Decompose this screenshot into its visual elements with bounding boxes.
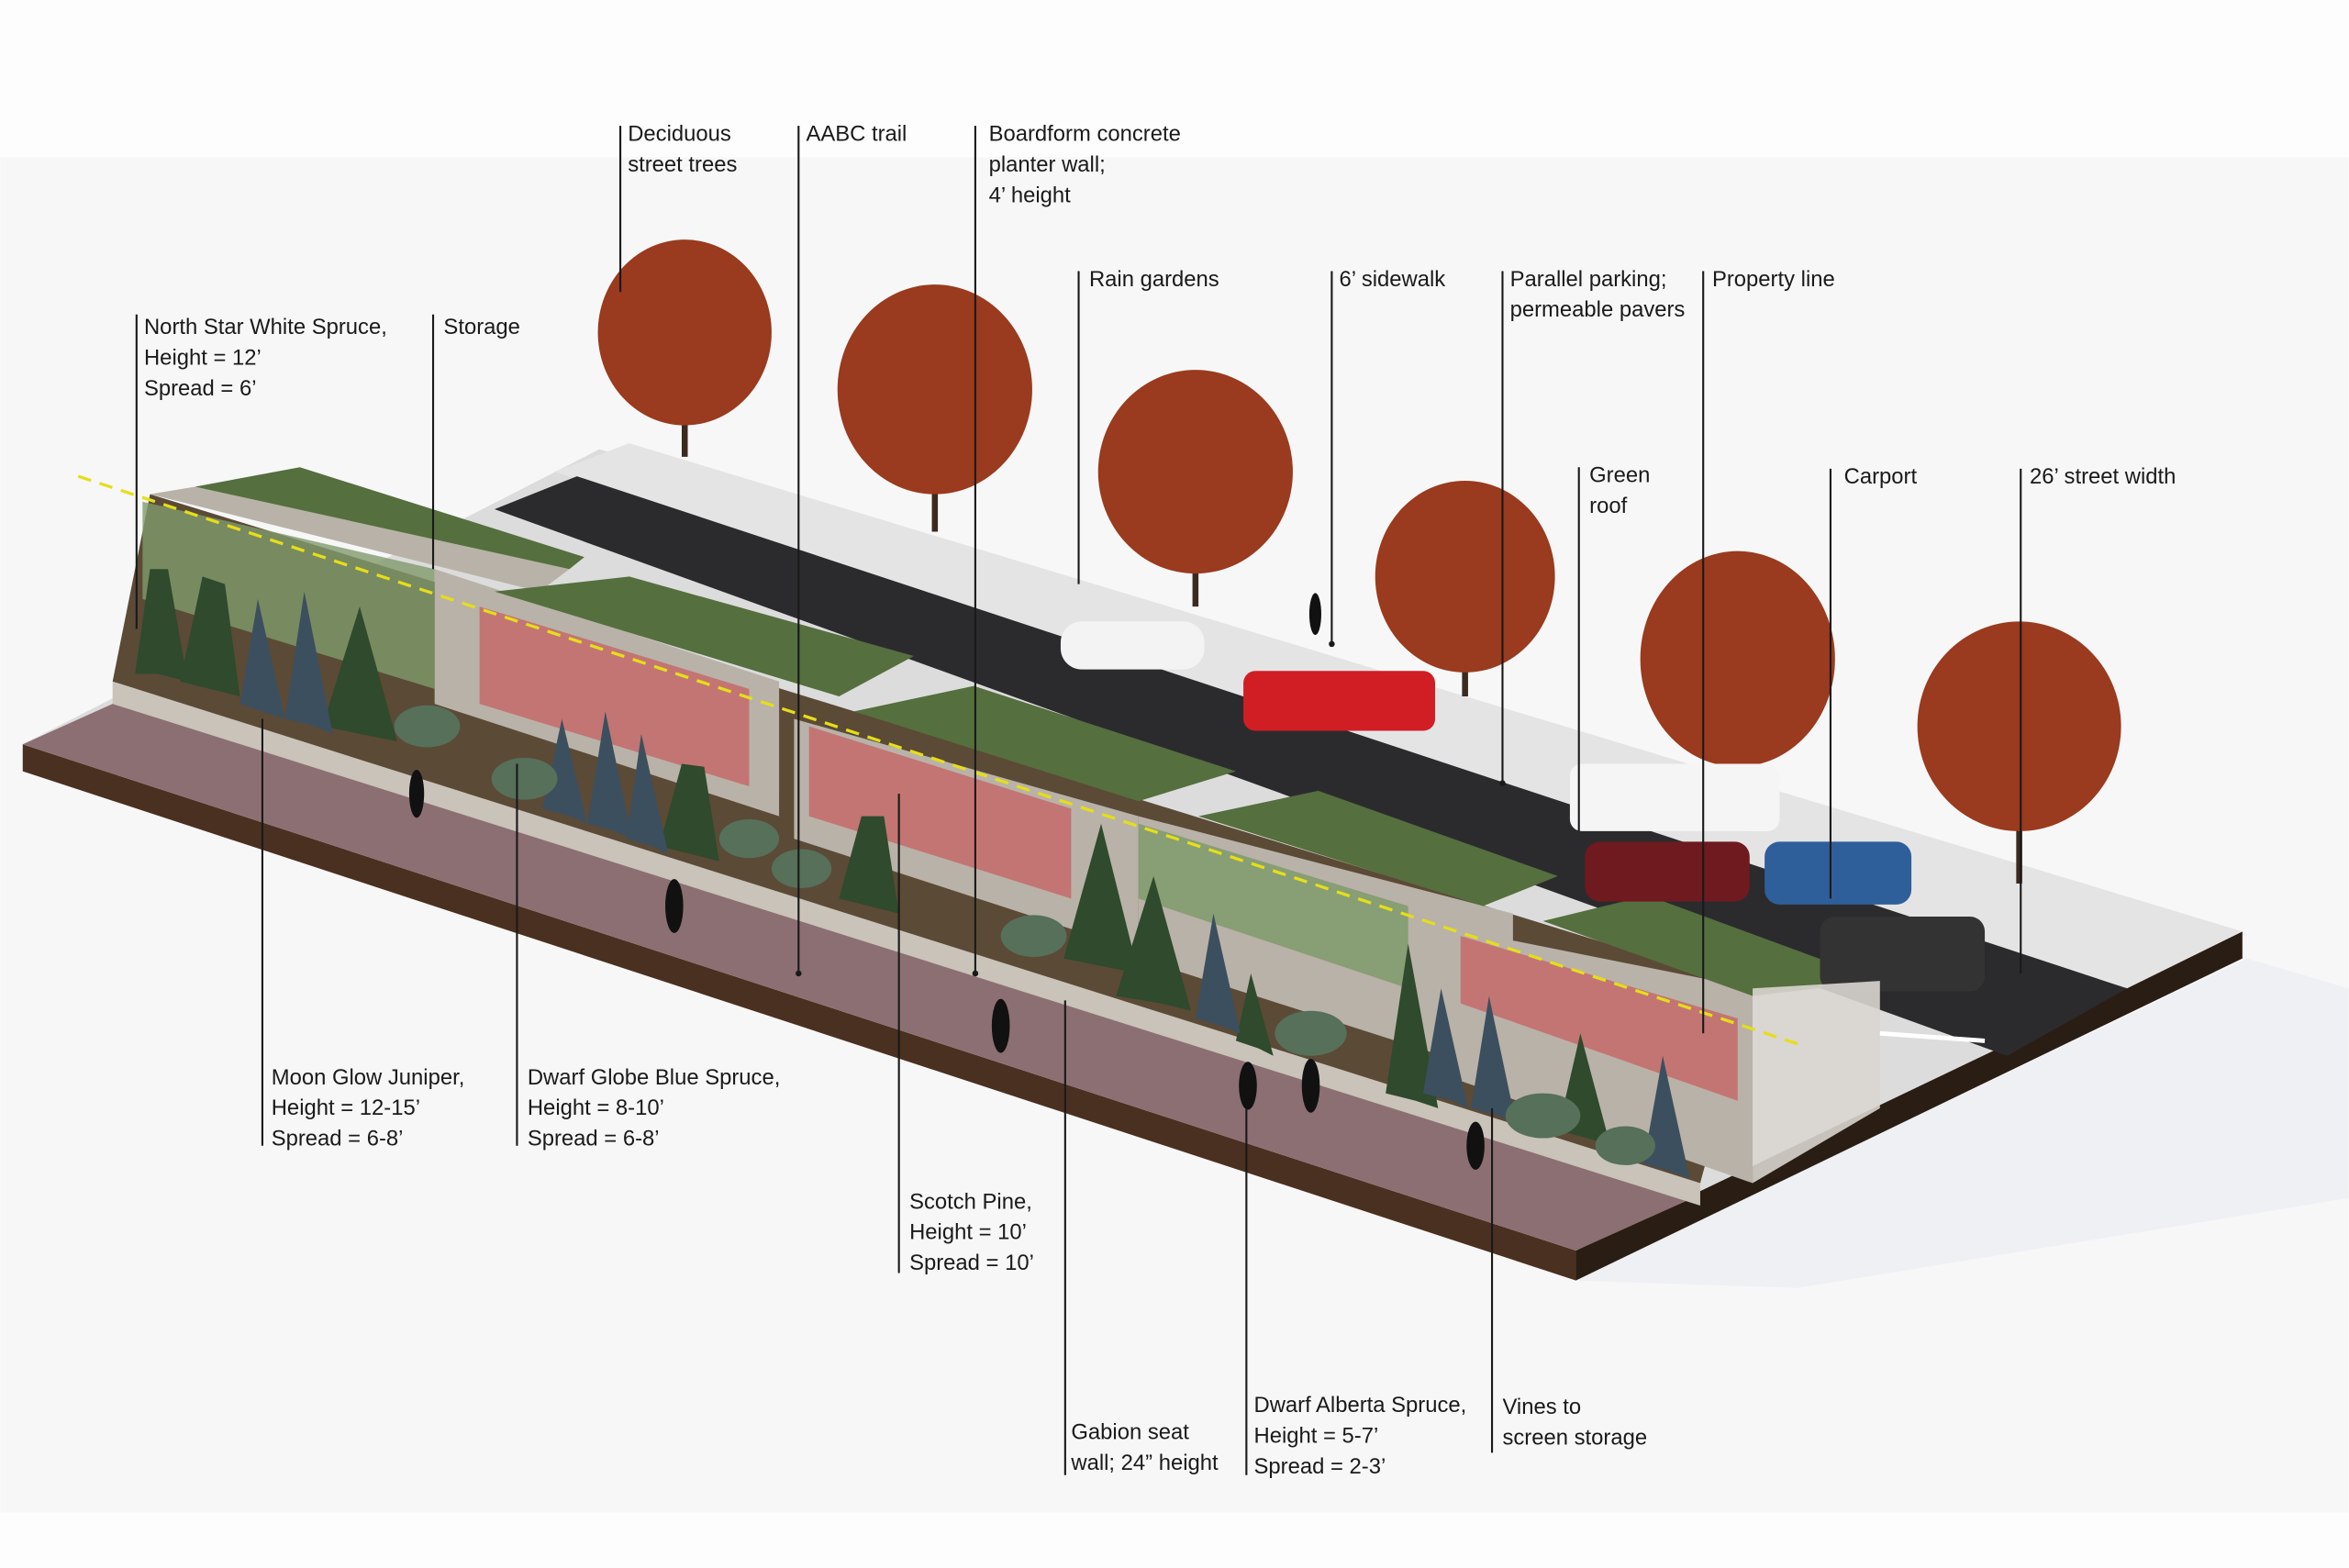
label-sidewalk: 6’ sidewalk (1329, 267, 1446, 648)
label-street-width: 26’ street width (2020, 464, 2176, 973)
svg-text:Carport: Carport (1844, 464, 1918, 489)
road (494, 476, 2128, 1056)
tree (837, 284, 1032, 532)
green-roof (1542, 895, 1880, 996)
label-scotch-pine: Scotch Pine,Height = 10’Spread = 10’ (897, 794, 1034, 1275)
truck-white (1569, 763, 1780, 831)
label-aabc-trail: AABC trail (796, 121, 907, 977)
svg-text:Scotch Pine,Height = 10’Spread: Scotch Pine,Height = 10’Spread = 10’ (909, 1189, 1034, 1275)
planter-wall (150, 486, 570, 592)
slab-edge (22, 744, 1576, 1281)
shrubs (394, 705, 1655, 1165)
tree (597, 239, 772, 457)
svg-text:Dwarf Alberta Spruce,Height =: Dwarf Alberta Spruce,Height = 5-7’Spread… (1254, 1393, 1467, 1479)
car-dark (1820, 916, 1986, 992)
label-carport: Carport (1829, 464, 1918, 899)
green-roof (853, 685, 1236, 802)
shadow (1573, 958, 2349, 1288)
label-storage: Storage (431, 314, 520, 570)
green-roof (494, 576, 914, 697)
aabc-trail (22, 704, 1693, 1251)
svg-text:Dwarf Globe Blue Spruce,Height: Dwarf Globe Blue Spruce,Height = 8-10’Sp… (528, 1065, 780, 1151)
truck-red (1243, 671, 1436, 731)
green-roof (1198, 790, 1558, 906)
label-parallel-parking: Parallel parking;permeable pavers (1499, 267, 1685, 786)
svg-text:Property line: Property line (1712, 267, 1835, 292)
vines (808, 726, 1072, 899)
svg-text:Storage: Storage (443, 315, 519, 339)
vines (1460, 936, 1738, 1101)
svg-text:Moon Glow Juniper,Height = 12-: Moon Glow Juniper,Height = 12-15’Spread … (272, 1065, 465, 1151)
label-dwarf-alberta-spruce: Dwarf Alberta Spruce,Height = 5-7’Spread… (1245, 1107, 1467, 1479)
label-property-line: Property line (1702, 267, 1835, 1034)
slab-edge-right (1575, 931, 2243, 1281)
label-moon-glow-juniper: Moon Glow Juniper,Height = 12-15’Spread … (261, 718, 465, 1151)
svg-text:6’ sidewalk: 6’ sidewalk (1340, 267, 1446, 292)
property-line (77, 474, 1798, 1046)
pedestrians (408, 593, 1485, 1170)
evergreens (135, 569, 1610, 1146)
carport (1753, 981, 1880, 1184)
deciduous-street-trees (597, 239, 2121, 884)
label-north-star-spruce: North Star White Spruce,Height = 12’Spre… (135, 314, 387, 629)
svg-text:North Star White Spruce,Height: North Star White Spruce,Height = 12’Spre… (144, 315, 387, 401)
label-rain-gardens: Rain gardens (1077, 267, 1219, 584)
scene (0, 157, 2349, 1513)
svg-text:AABC trail: AABC trail (806, 121, 907, 146)
cars (1060, 621, 1986, 992)
tree (1375, 480, 1555, 697)
tree (1917, 621, 2121, 884)
tree (1097, 370, 1293, 607)
vines (1138, 823, 1408, 989)
label-dwarf-globe-blue-spruce: Dwarf Globe Blue Spruce,Height = 8-10’Sp… (516, 763, 780, 1151)
svg-text:Parallel parking;permeable pav: Parallel parking;permeable pavers (1510, 267, 1686, 322)
car-white (1060, 621, 1205, 670)
parking-stripe (1879, 1030, 1986, 1043)
car-maroon (1585, 841, 1750, 902)
vines (479, 606, 750, 786)
car-blue (1765, 841, 1912, 905)
svg-text:26’ street width: 26’ street width (2030, 464, 2176, 489)
svg-text:Rain gardens: Rain gardens (1089, 267, 1219, 292)
green-roof (195, 467, 584, 570)
